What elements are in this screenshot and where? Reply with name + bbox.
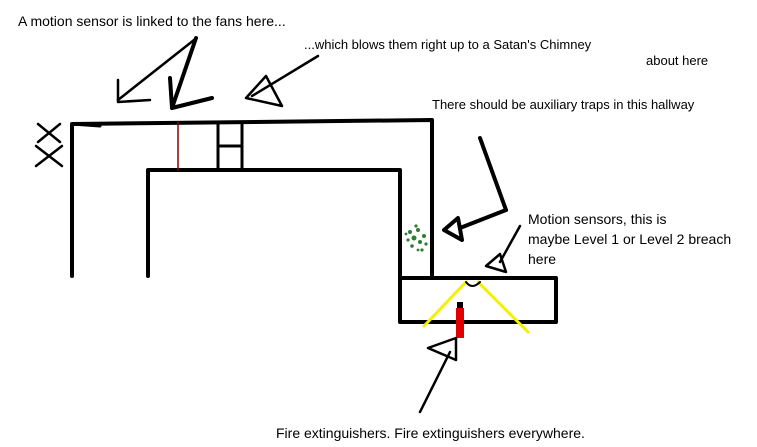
annotation-motion-sensors-line1: Motion sensors, this is bbox=[528, 211, 667, 227]
annotation-auxiliary-traps: There should be auxiliary traps in this … bbox=[432, 97, 695, 112]
arrow-auxiliary-traps bbox=[442, 136, 508, 242]
fan-vent bbox=[216, 122, 244, 172]
arrow-motion-sensors bbox=[484, 224, 522, 274]
motion-sensor-dome bbox=[465, 281, 481, 287]
annotation-motion-sensor-fans: A motion sensor is linked to the fans he… bbox=[18, 13, 286, 29]
arrow-chimney bbox=[244, 54, 320, 108]
fire-extinguisher-nozzle bbox=[457, 302, 463, 308]
hallway-walls bbox=[70, 118, 434, 280]
annotation-fire-extinguishers: Fire extinguishers. Fire extinguishers e… bbox=[276, 425, 585, 441]
annotation-motion-sensors-line3: here bbox=[528, 251, 557, 267]
arrow-fans-left bbox=[116, 38, 196, 104]
annotation-motion-sensors-line2: maybe Level 1 or Level 2 breach bbox=[528, 231, 732, 247]
wall-stub bbox=[70, 122, 102, 128]
outer-wall bbox=[70, 118, 434, 280]
entrance-x-marks bbox=[34, 122, 64, 168]
fire-extinguisher bbox=[456, 308, 464, 338]
breach-room bbox=[398, 276, 558, 324]
foliage-icon bbox=[404, 224, 428, 252]
arrow-fire-extinguishers bbox=[418, 336, 458, 414]
annotation-satans-chimney: ...which blows them right up to a Satan'… bbox=[304, 37, 592, 52]
arrow-fans-down bbox=[168, 36, 214, 110]
inner-wall bbox=[146, 168, 402, 280]
motion-sensor-beams bbox=[422, 280, 530, 334]
annotation-about-here: about here bbox=[646, 53, 709, 68]
